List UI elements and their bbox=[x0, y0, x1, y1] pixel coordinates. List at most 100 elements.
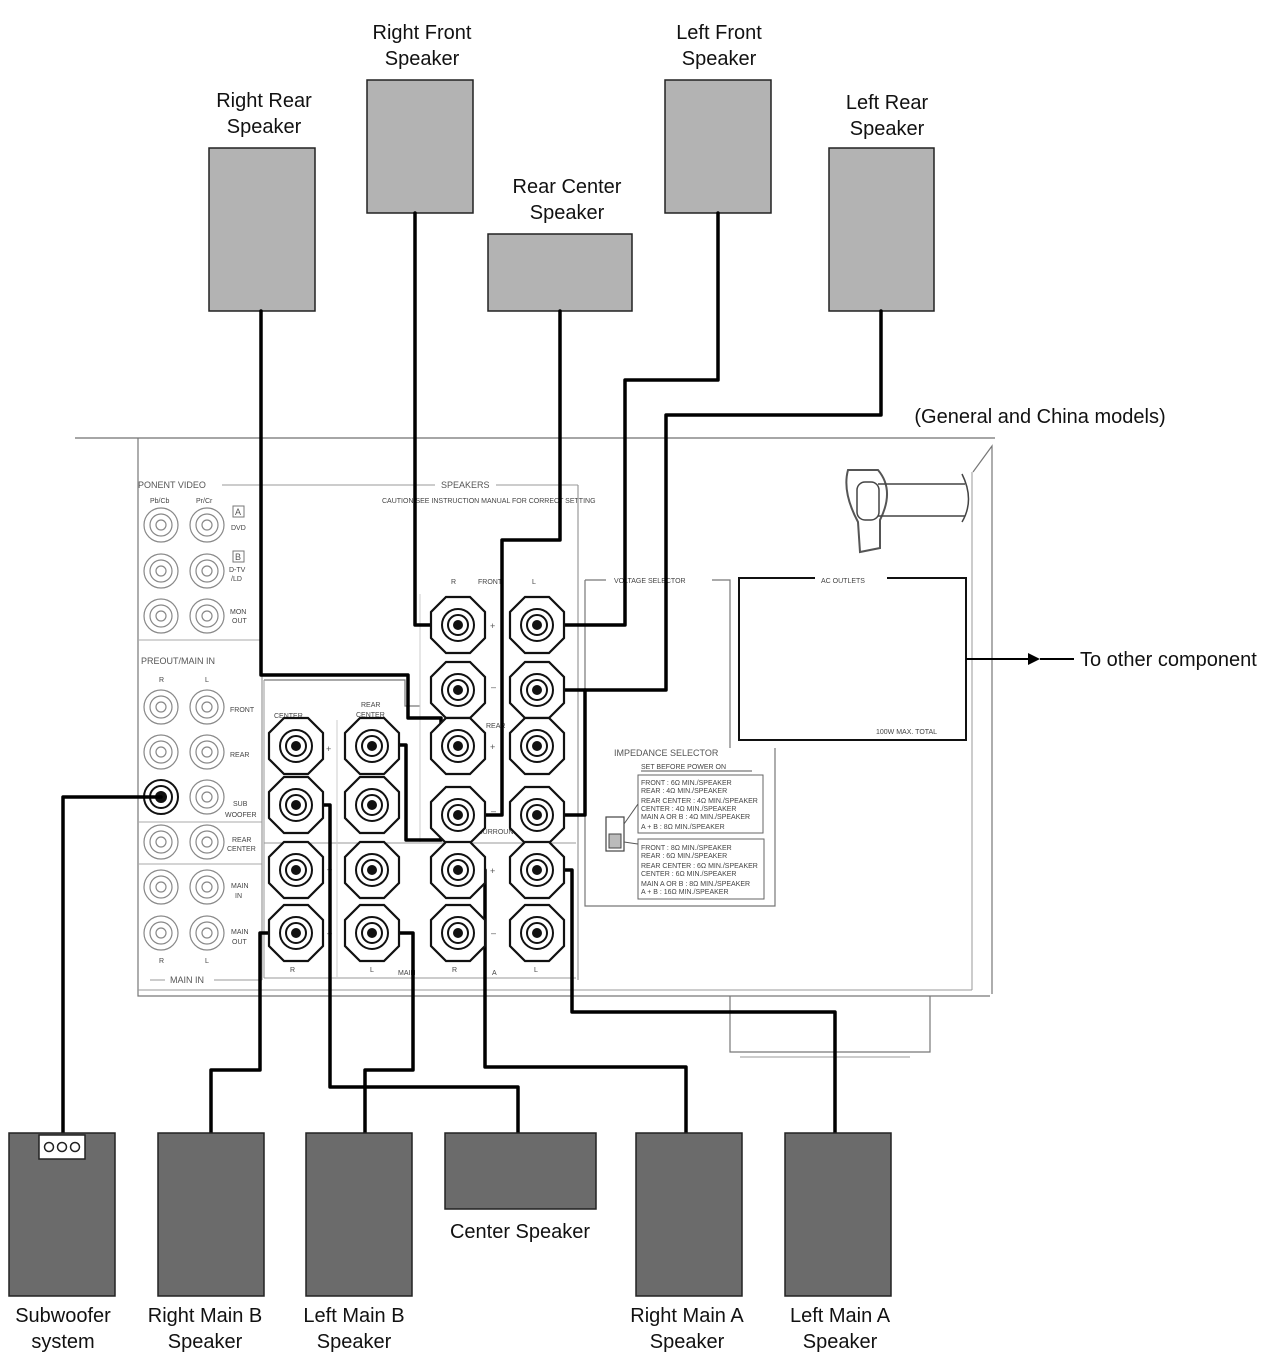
speaker-label: Left Front bbox=[676, 22, 762, 44]
speaker-box bbox=[635, 1132, 743, 1297]
impedance-row: FRONT : 6Ω MIN./SPEAKER bbox=[641, 780, 732, 787]
rca-jack bbox=[189, 915, 225, 951]
speaker-label: Right Rear bbox=[216, 90, 312, 112]
impedance-row: REAR : 6Ω MIN./SPEAKER bbox=[641, 853, 727, 860]
plus-sign: + bbox=[490, 866, 495, 876]
r-mark: R bbox=[451, 579, 456, 586]
terminal bbox=[343, 775, 401, 835]
terminal bbox=[508, 716, 566, 776]
voltage-selector-label: VOLTAGE SELECTOR bbox=[614, 578, 686, 585]
wire-left-front-plus bbox=[535, 211, 720, 627]
minus-sign: – bbox=[491, 806, 496, 816]
terminal bbox=[508, 595, 566, 655]
terminal bbox=[429, 660, 487, 720]
speaker-label: Speaker bbox=[317, 1331, 392, 1353]
wire-left-front-minus bbox=[535, 309, 883, 692]
l-mark: L bbox=[532, 579, 536, 586]
terminal bbox=[267, 716, 325, 776]
impedance-row: REAR : 4Ω MIN./SPEAKER bbox=[641, 788, 727, 795]
terminal bbox=[343, 840, 401, 900]
rca-jack bbox=[143, 915, 179, 951]
speaker-label: Subwoofer bbox=[15, 1305, 111, 1327]
impedance-row: REAR CENTER : 4Ω MIN./SPEAKER bbox=[641, 798, 758, 805]
speaker-rear-center: Rear Center Speaker bbox=[487, 176, 633, 312]
l-mark: L bbox=[370, 967, 374, 974]
rca-jacks bbox=[143, 507, 225, 951]
rca-jack bbox=[189, 779, 225, 815]
set-before-label: SET BEFORE POWER ON bbox=[641, 764, 726, 771]
model-note: (General and China models) bbox=[914, 406, 1165, 428]
other-component-label: To other component bbox=[1080, 649, 1257, 671]
main-out-label-2: OUT bbox=[232, 939, 248, 946]
impedance-row: CENTER : 6Ω MIN./SPEAKER bbox=[641, 871, 736, 878]
speakers-title: SPEAKERS bbox=[441, 480, 490, 490]
wire-right-main-b bbox=[209, 931, 298, 1135]
main-group-label: MAIN bbox=[398, 970, 416, 977]
speaker-label: Speaker bbox=[385, 48, 460, 70]
impedance-row: REAR CENTER : 6Ω MIN./SPEAKER bbox=[641, 863, 758, 870]
speaker-left-rear: Left Rear Speaker bbox=[828, 92, 935, 312]
speaker-label: Speaker bbox=[682, 48, 757, 70]
speaker-label: Speaker bbox=[530, 202, 605, 224]
caution-text: CAUTION:SEE INSTRUCTION MANUAL FOR CORRE… bbox=[382, 498, 596, 505]
speaker-label: Speaker bbox=[650, 1331, 725, 1353]
speaker-label: system bbox=[31, 1331, 94, 1353]
speaker-box bbox=[157, 1132, 265, 1297]
speaker-box bbox=[664, 79, 772, 214]
main-out-label: MAIN bbox=[231, 929, 249, 936]
speaker-center: Center Speaker bbox=[444, 1132, 597, 1243]
speaker-right-main-b: Right Main B Speaker bbox=[148, 1132, 265, 1353]
rear-center-label: REAR bbox=[232, 837, 251, 844]
main-in-label: MAIN bbox=[231, 883, 249, 890]
rear-center-group-label-2: CENTER bbox=[356, 712, 385, 719]
dvd-label: DVD bbox=[231, 525, 246, 532]
impedance-upper-table: FRONT : 6Ω MIN./SPEAKER REAR : 4Ω MIN./S… bbox=[641, 780, 758, 831]
wire-right-front-plus bbox=[413, 211, 460, 627]
box-b-label: B bbox=[235, 552, 241, 562]
impedance-row: A + B : 16Ω MIN./SPEAKER bbox=[641, 889, 729, 896]
speaker-box bbox=[8, 1132, 116, 1297]
rca-jack bbox=[143, 734, 179, 770]
speaker-right-main-a: Right Main A Speaker bbox=[630, 1132, 744, 1353]
terminal bbox=[508, 660, 566, 720]
rca-jack bbox=[189, 869, 225, 905]
l-mark: L bbox=[205, 677, 209, 684]
r-mark: R bbox=[290, 967, 295, 974]
pr-cr-label: Pr/Cr bbox=[196, 498, 213, 505]
speaker-box bbox=[444, 1132, 597, 1210]
rear-label: REAR bbox=[230, 752, 249, 759]
terminal bbox=[267, 840, 325, 900]
rca-jack bbox=[189, 824, 225, 860]
terminal bbox=[267, 903, 325, 963]
impedance-row: CENTER : 4Ω MIN./SPEAKER bbox=[641, 806, 736, 813]
r-mark: R bbox=[159, 958, 164, 965]
wire-rear-center-plus bbox=[456, 309, 562, 817]
main-in-footer: MAIN IN bbox=[170, 975, 204, 985]
ac-outlets-label: AC OUTLETS bbox=[821, 578, 865, 585]
front-label: FRONT bbox=[230, 707, 255, 714]
terminal bbox=[343, 716, 401, 776]
terminal bbox=[429, 903, 487, 963]
impedance-switch[interactable] bbox=[605, 803, 639, 852]
box-a-label: A bbox=[235, 507, 241, 517]
receiver-rear-panel: PONENT VIDEO Pb/Cb Pr/Cr A DVD B D-TV /L… bbox=[75, 437, 995, 1058]
speaker-right-front: Right Front Speaker bbox=[366, 22, 474, 214]
speaker-subwoofer: Subwoofer system bbox=[8, 1132, 116, 1353]
front-group-label: FRONT bbox=[478, 579, 503, 586]
mon-label: MON bbox=[230, 609, 246, 616]
impedance-row: FRONT : 8Ω MIN./SPEAKER bbox=[641, 845, 732, 852]
ld-label: /LD bbox=[231, 576, 242, 583]
terminal bbox=[508, 785, 566, 845]
speaker-box bbox=[487, 233, 633, 312]
woofer-label: WOOFER bbox=[225, 812, 257, 819]
speaker-label: Left Main A bbox=[790, 1305, 891, 1327]
speaker-label: Rear Center bbox=[513, 176, 622, 198]
speaker-right-rear: Right Rear Speaker bbox=[208, 90, 316, 312]
minus-sign: – bbox=[491, 928, 496, 938]
rca-jack bbox=[143, 824, 179, 860]
subwoofer-input-panel bbox=[38, 1134, 86, 1160]
out-label: OUT bbox=[232, 618, 248, 625]
rca-jack bbox=[143, 553, 179, 589]
speaker-label: Speaker bbox=[227, 116, 302, 138]
speaker-label: Right Main A bbox=[630, 1305, 744, 1327]
